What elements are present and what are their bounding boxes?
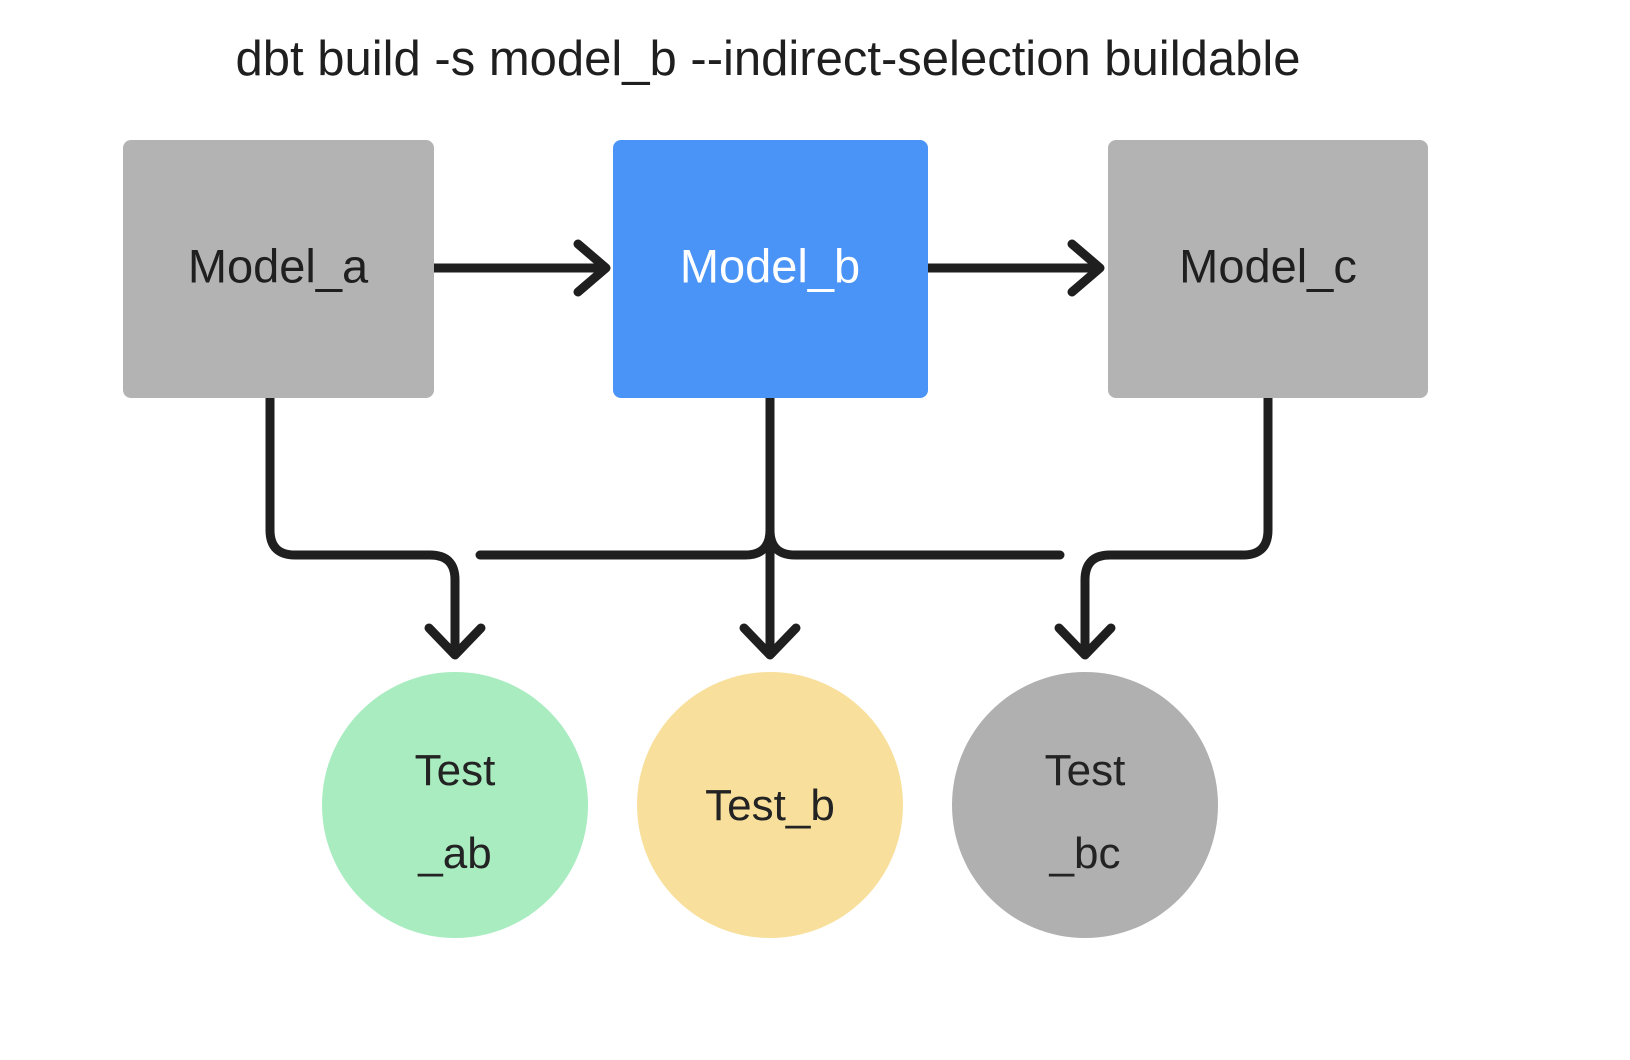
test-ab-label-line1: Test — [415, 746, 496, 795]
model-c-label: Model_c — [1179, 239, 1357, 292]
node-test-b[interactable]: Test_b — [637, 672, 903, 938]
connector-layer — [265, 239, 1273, 660]
model-a-label: Model_a — [188, 239, 369, 292]
edge-model-c-to-test-bc — [1080, 393, 1273, 650]
edge-model-a-to-test-ab — [265, 393, 460, 650]
node-test-bc[interactable]: Test _bc — [952, 672, 1218, 938]
arrowhead-into-test-bc — [1054, 623, 1116, 660]
arrowhead-into-test-ab — [424, 623, 486, 660]
test-b-label-line1: Test_b — [705, 781, 835, 830]
model-b-label: Model_b — [680, 239, 860, 292]
edge-model-b-to-test-bc — [765, 525, 1065, 560]
page-title: dbt build -s model_b --indirect-selectio… — [236, 32, 1301, 86]
test-ab-circle[interactable] — [322, 672, 588, 938]
test-b-circle[interactable] — [637, 672, 903, 938]
model-c-rect[interactable] — [1108, 140, 1428, 398]
model-b-rect[interactable] — [613, 140, 928, 398]
test-bc-circle[interactable] — [952, 672, 1218, 938]
test-bc-label-line1: Test — [1045, 746, 1126, 795]
node-model-a[interactable]: Model_a — [123, 140, 434, 398]
node-model-b[interactable]: Model_b — [613, 140, 928, 398]
edge-model-b-to-model-c — [923, 239, 1105, 297]
edge-model-b-to-test-ab — [475, 525, 775, 560]
node-test-ab[interactable]: Test _ab — [322, 672, 588, 938]
test-ab-label-line2: _ab — [417, 829, 491, 878]
arrowhead-into-test-b — [739, 623, 801, 660]
edge-model-a-to-model-b — [429, 239, 611, 297]
test-bc-label-line2: _bc — [1049, 829, 1121, 878]
model-a-rect[interactable] — [123, 140, 434, 398]
node-model-c[interactable]: Model_c — [1108, 140, 1428, 398]
